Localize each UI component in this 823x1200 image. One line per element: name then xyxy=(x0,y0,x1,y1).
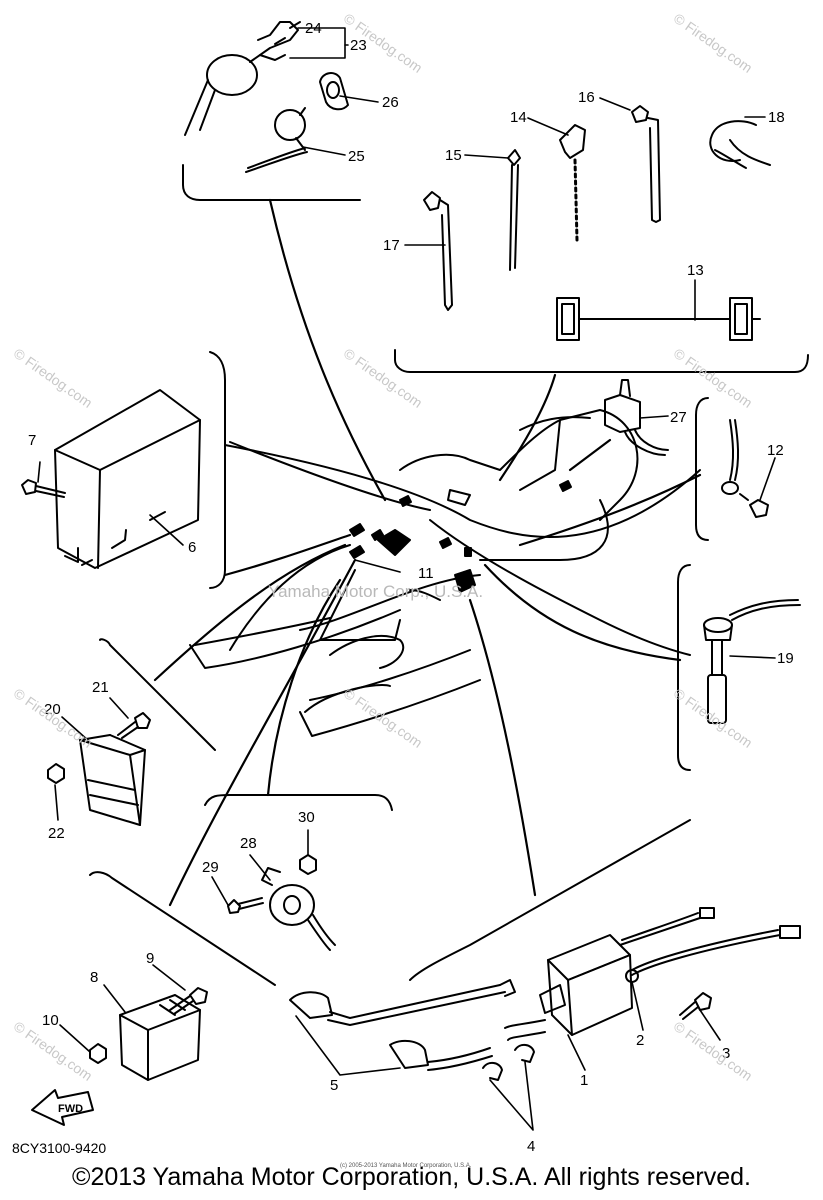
callout-16: 16 xyxy=(578,89,595,106)
clip-part xyxy=(559,124,586,242)
leader-lines xyxy=(153,198,702,907)
callout-13: 13 xyxy=(687,262,704,279)
callout-27: 27 xyxy=(670,409,687,426)
callout-4: 4 xyxy=(527,1138,535,1155)
callout-17: 17 xyxy=(383,237,400,254)
callout-22: 22 xyxy=(48,825,65,842)
callout-3: 3 xyxy=(722,1045,730,1062)
callout-1: 1 xyxy=(580,1072,588,1089)
sensor-28 xyxy=(261,867,336,951)
callout-8: 8 xyxy=(90,969,98,986)
callout-18: 18 xyxy=(768,109,785,126)
callout-19: 19 xyxy=(777,650,794,667)
chassis-outline xyxy=(189,409,701,737)
plug-cap-lower xyxy=(389,1039,493,1071)
callout-15: 15 xyxy=(445,147,462,164)
callout-30: 30 xyxy=(298,809,315,826)
callout-28: 28 xyxy=(240,835,257,852)
nut-22 xyxy=(47,763,65,784)
callout-9: 9 xyxy=(146,950,154,967)
callout-20: 20 xyxy=(44,701,61,718)
ignition-coil xyxy=(504,934,633,1041)
sensor-part xyxy=(703,599,801,724)
fwd-arrow xyxy=(31,1089,94,1126)
callout-14: 14 xyxy=(510,109,527,126)
callout-leaders xyxy=(37,27,776,1131)
callout-23: 23 xyxy=(350,37,367,54)
grommet-part xyxy=(319,72,349,111)
fine-print: (c) 2005-2013 Yamaha Motor Corporation, … xyxy=(340,1163,472,1169)
connector-27 xyxy=(604,379,669,456)
key-switch xyxy=(184,21,301,136)
callout-25: 25 xyxy=(348,148,365,165)
cable-tie-15 xyxy=(507,149,521,271)
nut-10 xyxy=(89,1043,107,1064)
plug-cap-upper xyxy=(289,979,516,1026)
coil-leads xyxy=(619,907,801,983)
callout-21: 21 xyxy=(92,679,109,696)
clamp-part xyxy=(709,120,771,169)
cable-tie-17 xyxy=(423,191,453,311)
callout-5: 5 xyxy=(330,1077,338,1094)
group-brackets xyxy=(89,164,809,986)
callout-10: 10 xyxy=(42,1012,59,1029)
callout-29: 29 xyxy=(202,859,219,876)
ground-lead xyxy=(721,419,769,518)
switch-part xyxy=(245,107,308,173)
clamps-4 xyxy=(482,1044,535,1081)
part-code: 8CY3100-9420 xyxy=(12,1140,107,1156)
callout-2: 2 xyxy=(636,1032,644,1049)
fwd-label: FWD xyxy=(58,1103,83,1115)
copyright-notice: ©2013 Yamaha Motor Corporation, U.S.A. A… xyxy=(72,1163,751,1191)
callout-11: 11 xyxy=(418,565,434,582)
fuse-holder xyxy=(556,297,761,341)
callout-12: 12 xyxy=(767,442,784,459)
nut-30 xyxy=(299,854,317,875)
callout-6: 6 xyxy=(188,539,196,556)
callout-26: 26 xyxy=(382,94,399,111)
callout-24: 24 xyxy=(305,20,322,37)
bolt-7 xyxy=(21,479,66,498)
cable-tie-16 xyxy=(631,105,661,223)
center-watermark: Yamaha Motor Corp., U.S.A. xyxy=(268,582,484,601)
bolt-9 xyxy=(169,987,208,1015)
callout-7: 7 xyxy=(28,432,36,449)
bolt-3 xyxy=(679,992,712,1020)
cdi-unit xyxy=(54,389,201,569)
relay-8 xyxy=(119,994,201,1081)
regulator-20 xyxy=(79,734,146,826)
bolt-29 xyxy=(227,897,264,914)
callout-numbers: 24 23 26 25 14 15 16 18 17 13 7 6 27 12 … xyxy=(28,20,794,1155)
bolt-21 xyxy=(117,712,151,739)
